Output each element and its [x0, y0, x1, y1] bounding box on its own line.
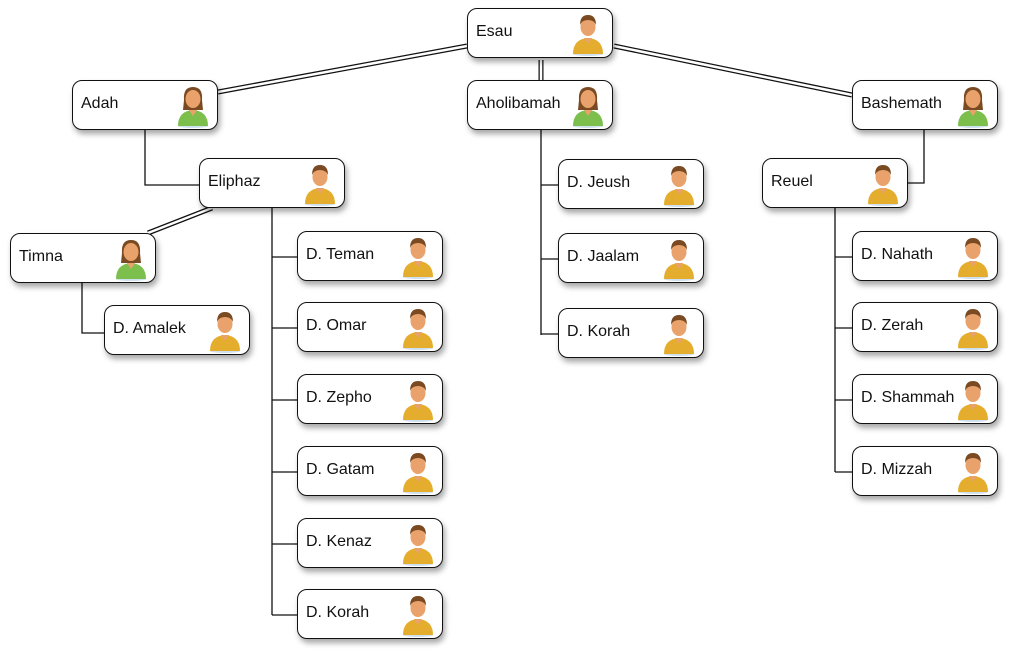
- person-node-zerah[interactable]: D. Zerah: [852, 302, 998, 352]
- female-person-icon: [178, 87, 208, 128]
- person-name: D. Zerah: [861, 317, 924, 335]
- male-person-icon: [403, 453, 433, 494]
- person-name: D. Jeush: [567, 174, 631, 192]
- marriage-line: [613, 44, 853, 97]
- person-node-korah1[interactable]: D. Korah: [297, 589, 443, 639]
- person-node-adah[interactable]: Adah: [72, 80, 218, 130]
- person-name: Aholibamah: [476, 95, 561, 113]
- male-person-icon: [403, 238, 433, 279]
- male-person-icon: [305, 165, 335, 206]
- person-name: D. Korah: [306, 604, 370, 622]
- person-name: Reuel: [771, 173, 813, 191]
- male-person-icon: [958, 381, 988, 422]
- person-node-zepho[interactable]: D. Zepho: [297, 374, 443, 424]
- person-name: D. Shammah: [861, 389, 955, 407]
- person-name: D. Mizzah: [861, 461, 933, 479]
- person-node-omar[interactable]: D. Omar: [297, 302, 443, 352]
- person-node-nahath[interactable]: D. Nahath: [852, 231, 998, 281]
- person-node-aholibamah[interactable]: Aholibamah: [467, 80, 613, 130]
- male-person-icon: [573, 15, 603, 56]
- male-person-icon: [958, 453, 988, 494]
- male-person-icon: [210, 312, 240, 353]
- marriage-line: [217, 44, 468, 94]
- male-person-icon: [403, 596, 433, 637]
- person-node-gatam[interactable]: D. Gatam: [297, 446, 443, 496]
- person-node-teman[interactable]: D. Teman: [297, 231, 443, 281]
- person-node-korah2[interactable]: D. Korah: [558, 308, 704, 358]
- person-name: D. Teman: [306, 246, 375, 264]
- person-node-kenaz[interactable]: D. Kenaz: [297, 518, 443, 568]
- male-person-icon: [664, 315, 694, 356]
- female-person-icon: [958, 87, 988, 128]
- female-person-icon: [573, 87, 603, 128]
- person-name: Adah: [81, 95, 119, 113]
- person-name: D. Amalek: [113, 320, 186, 338]
- person-name: Bashemath: [861, 95, 942, 113]
- person-node-eliphaz[interactable]: Eliphaz: [199, 158, 345, 208]
- person-name: D. Korah: [567, 323, 631, 341]
- person-node-timna[interactable]: Timna: [10, 233, 156, 283]
- person-node-esau[interactable]: Esau: [467, 8, 613, 58]
- male-person-icon: [958, 238, 988, 279]
- person-name: D. Zepho: [306, 389, 372, 407]
- female-person-icon: [116, 240, 146, 281]
- male-person-icon: [958, 309, 988, 350]
- male-person-icon: [403, 381, 433, 422]
- person-name: D. Kenaz: [306, 533, 372, 551]
- male-person-icon: [664, 166, 694, 207]
- person-name: D. Jaalam: [567, 248, 640, 266]
- male-person-icon: [664, 240, 694, 281]
- person-node-bashemath[interactable]: Bashemath: [852, 80, 998, 130]
- person-node-amalek[interactable]: D. Amalek: [104, 305, 250, 355]
- person-name: D. Gatam: [306, 461, 375, 479]
- descent-line: [144, 130, 199, 186]
- male-person-icon: [868, 165, 898, 206]
- person-name: Esau: [476, 23, 513, 41]
- person-name: D. Nahath: [861, 246, 934, 264]
- person-node-shammah[interactable]: D. Shammah: [852, 374, 998, 424]
- person-name: Timna: [19, 248, 63, 266]
- person-node-reuel[interactable]: Reuel: [762, 158, 908, 208]
- person-name: D. Omar: [306, 317, 367, 335]
- male-person-icon: [403, 309, 433, 350]
- marriage-line: [147, 206, 213, 235]
- descent-line: [81, 283, 104, 334]
- male-person-icon: [403, 525, 433, 566]
- person-name: Eliphaz: [208, 173, 261, 191]
- person-node-jaalam[interactable]: D. Jaalam: [558, 233, 704, 283]
- person-node-jeush[interactable]: D. Jeush: [558, 159, 704, 209]
- descent-line: [908, 130, 925, 184]
- person-node-mizzah[interactable]: D. Mizzah: [852, 446, 998, 496]
